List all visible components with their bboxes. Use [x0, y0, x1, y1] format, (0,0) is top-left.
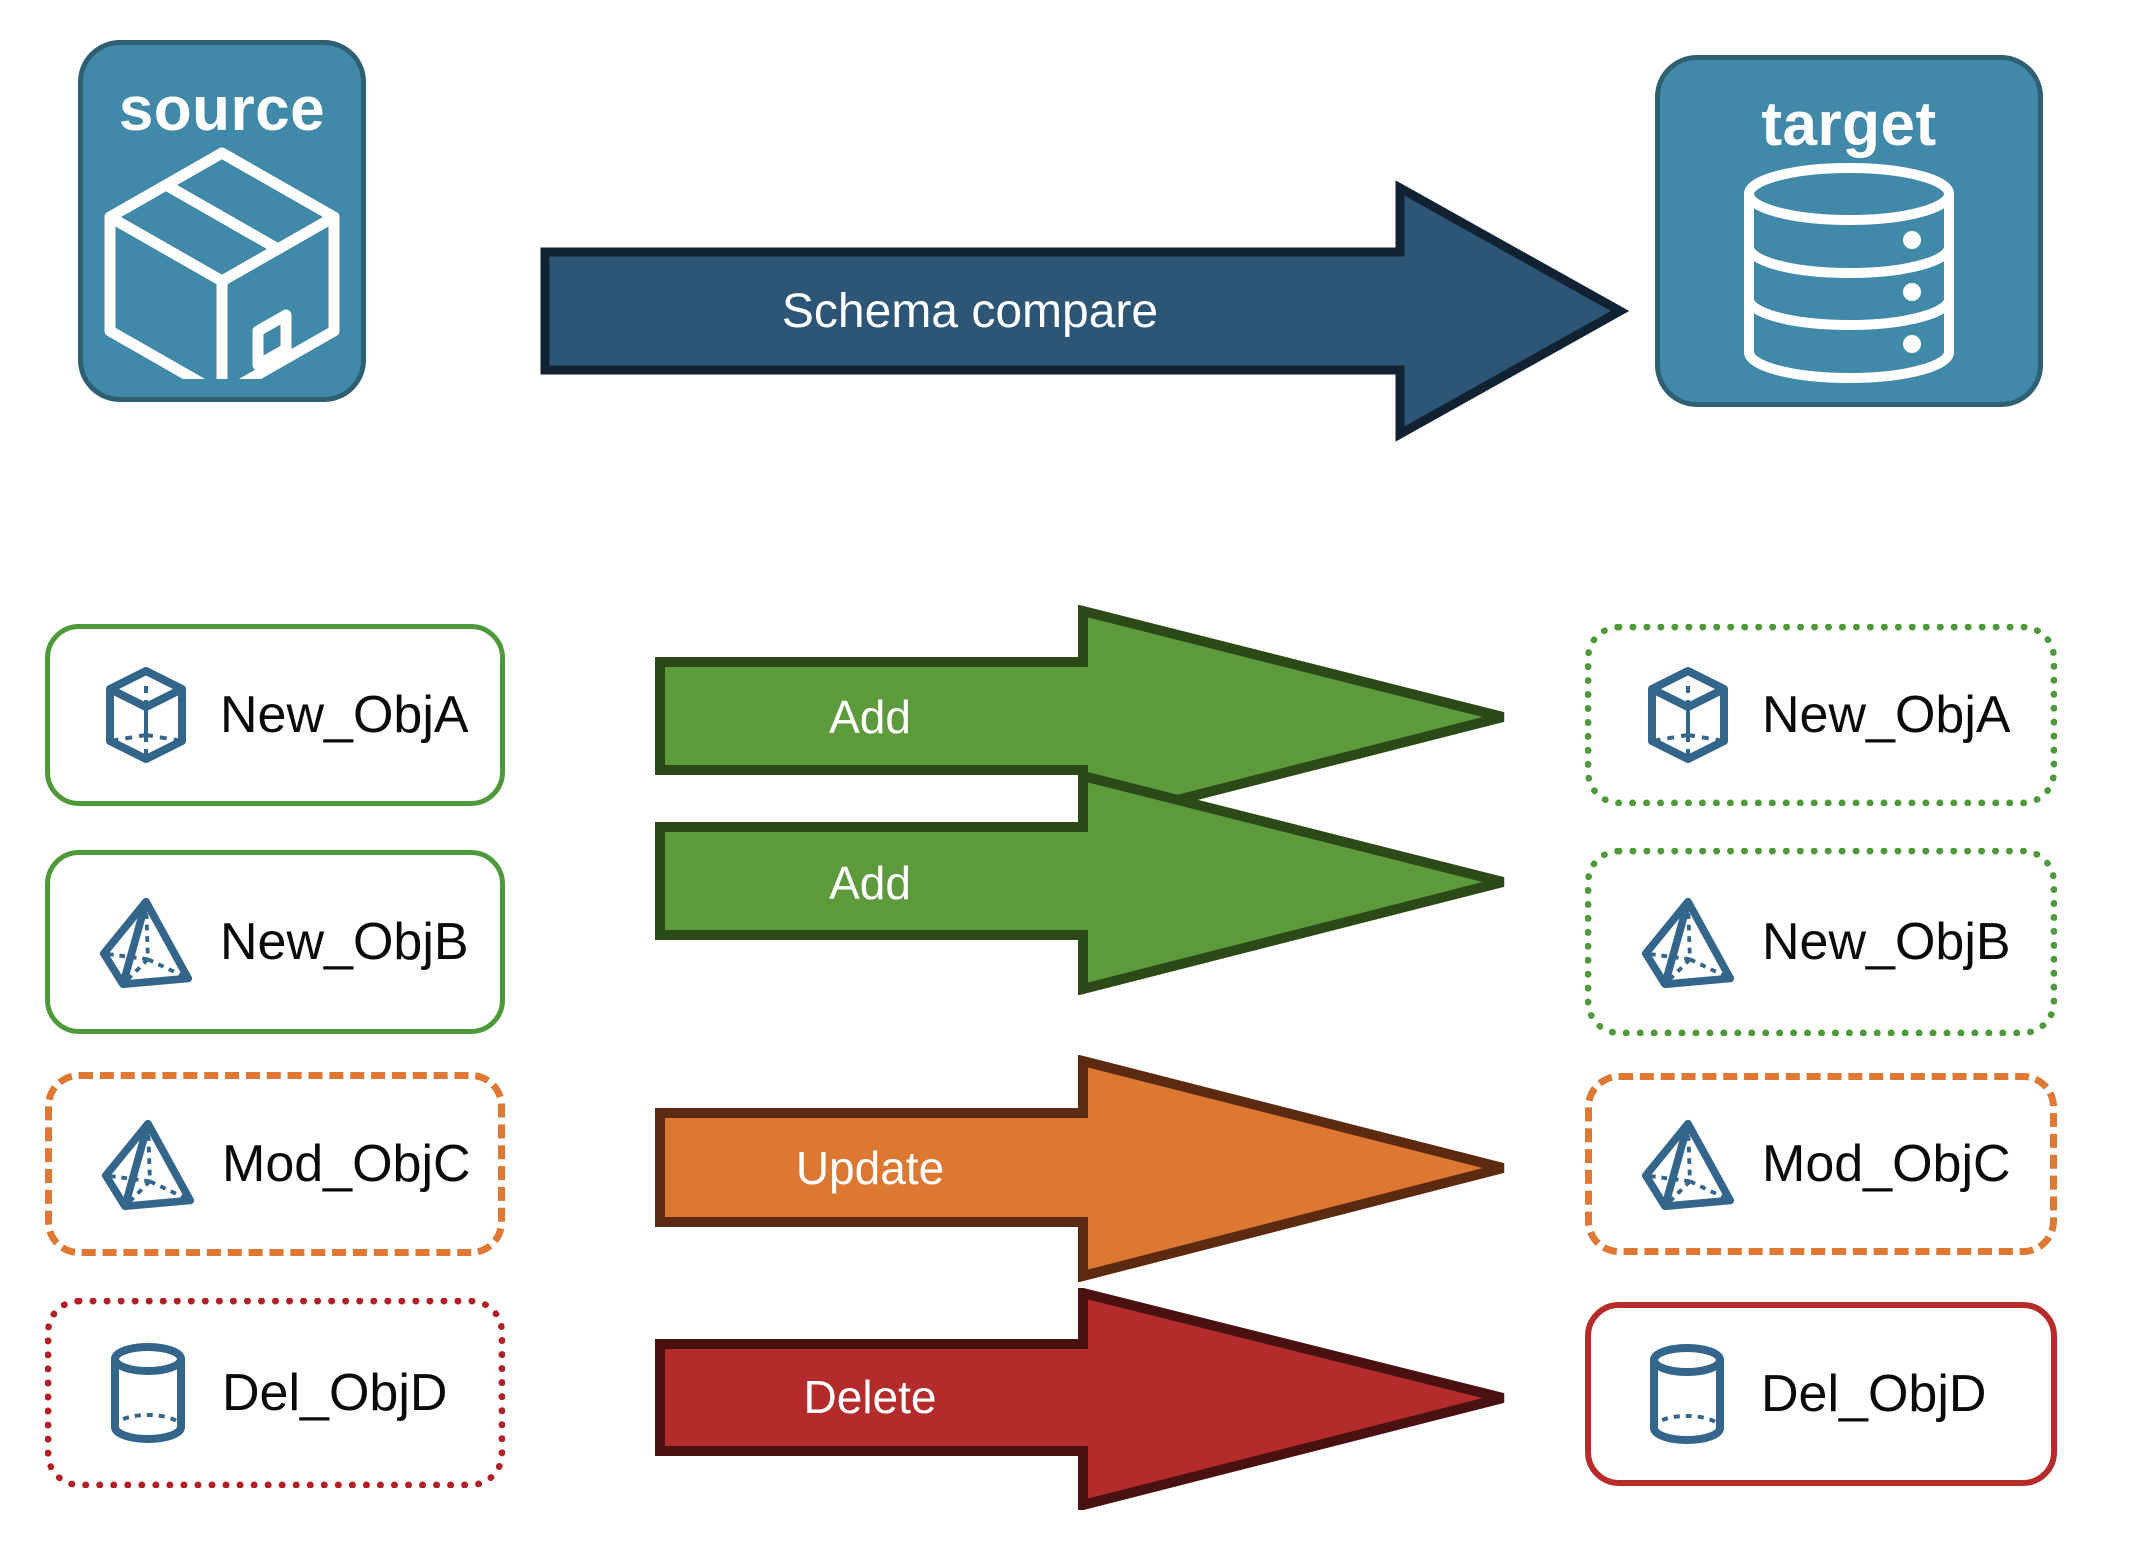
add-arrow	[655, 769, 1510, 996]
schema-compare-arrow	[540, 180, 1630, 442]
source-object-label: Del_ObjD	[222, 1364, 448, 1422]
target-panel: target	[1655, 55, 2043, 407]
source-title: source	[118, 75, 326, 144]
delete-arrow	[655, 1286, 1510, 1512]
cube-wireframe-icon	[1640, 663, 1736, 767]
pyramid-wireframe-icon	[98, 890, 194, 994]
source-object-label: New_ObjB	[220, 913, 469, 971]
update-arrow-label: Update	[795, 1142, 945, 1194]
cylinder-icon	[1639, 1342, 1735, 1446]
source-object-box[interactable]: New_ObjA	[45, 624, 505, 806]
update-arrow	[655, 1054, 1510, 1283]
add-arrow-label: Add	[829, 857, 911, 909]
pyramid-wireframe-icon	[1640, 890, 1736, 994]
source-object-box[interactable]: New_ObjB	[45, 850, 505, 1034]
source-object-box[interactable]: Del_ObjD	[45, 1298, 505, 1488]
pyramid-wireframe-icon	[1640, 1112, 1736, 1216]
add-arrow	[655, 604, 1510, 831]
delete-arrow-label: Delete	[803, 1371, 937, 1423]
pyramid-wireframe-icon	[100, 1112, 196, 1216]
target-object-label: New_ObjB	[1762, 913, 2011, 971]
target-object-box[interactable]: New_ObjB	[1585, 848, 2057, 1036]
target-object-box[interactable]: Del_ObjD	[1585, 1302, 2057, 1486]
package-box-icon	[83, 135, 361, 379]
target-object-label: New_ObjA	[1762, 686, 2011, 744]
target-object-label: Del_ObjD	[1761, 1365, 1987, 1423]
target-object-label: Mod_ObjC	[1762, 1135, 2011, 1193]
target-object-box[interactable]: Mod_ObjC	[1585, 1073, 2057, 1255]
add-arrow-label: Add	[829, 691, 911, 743]
cube-wireframe-icon	[98, 663, 194, 767]
source-object-label: Mod_ObjC	[222, 1135, 471, 1193]
target-object-box[interactable]: New_ObjA	[1585, 624, 2057, 806]
cylinder-icon	[100, 1341, 196, 1445]
source-object-box[interactable]: Mod_ObjC	[45, 1072, 505, 1256]
database-cylinder-icon	[1660, 162, 2038, 384]
source-panel: source	[78, 40, 366, 402]
target-title: target	[1761, 90, 1937, 159]
source-object-label: New_ObjA	[220, 686, 469, 744]
schema-compare-label: Schema compare	[781, 285, 1159, 338]
